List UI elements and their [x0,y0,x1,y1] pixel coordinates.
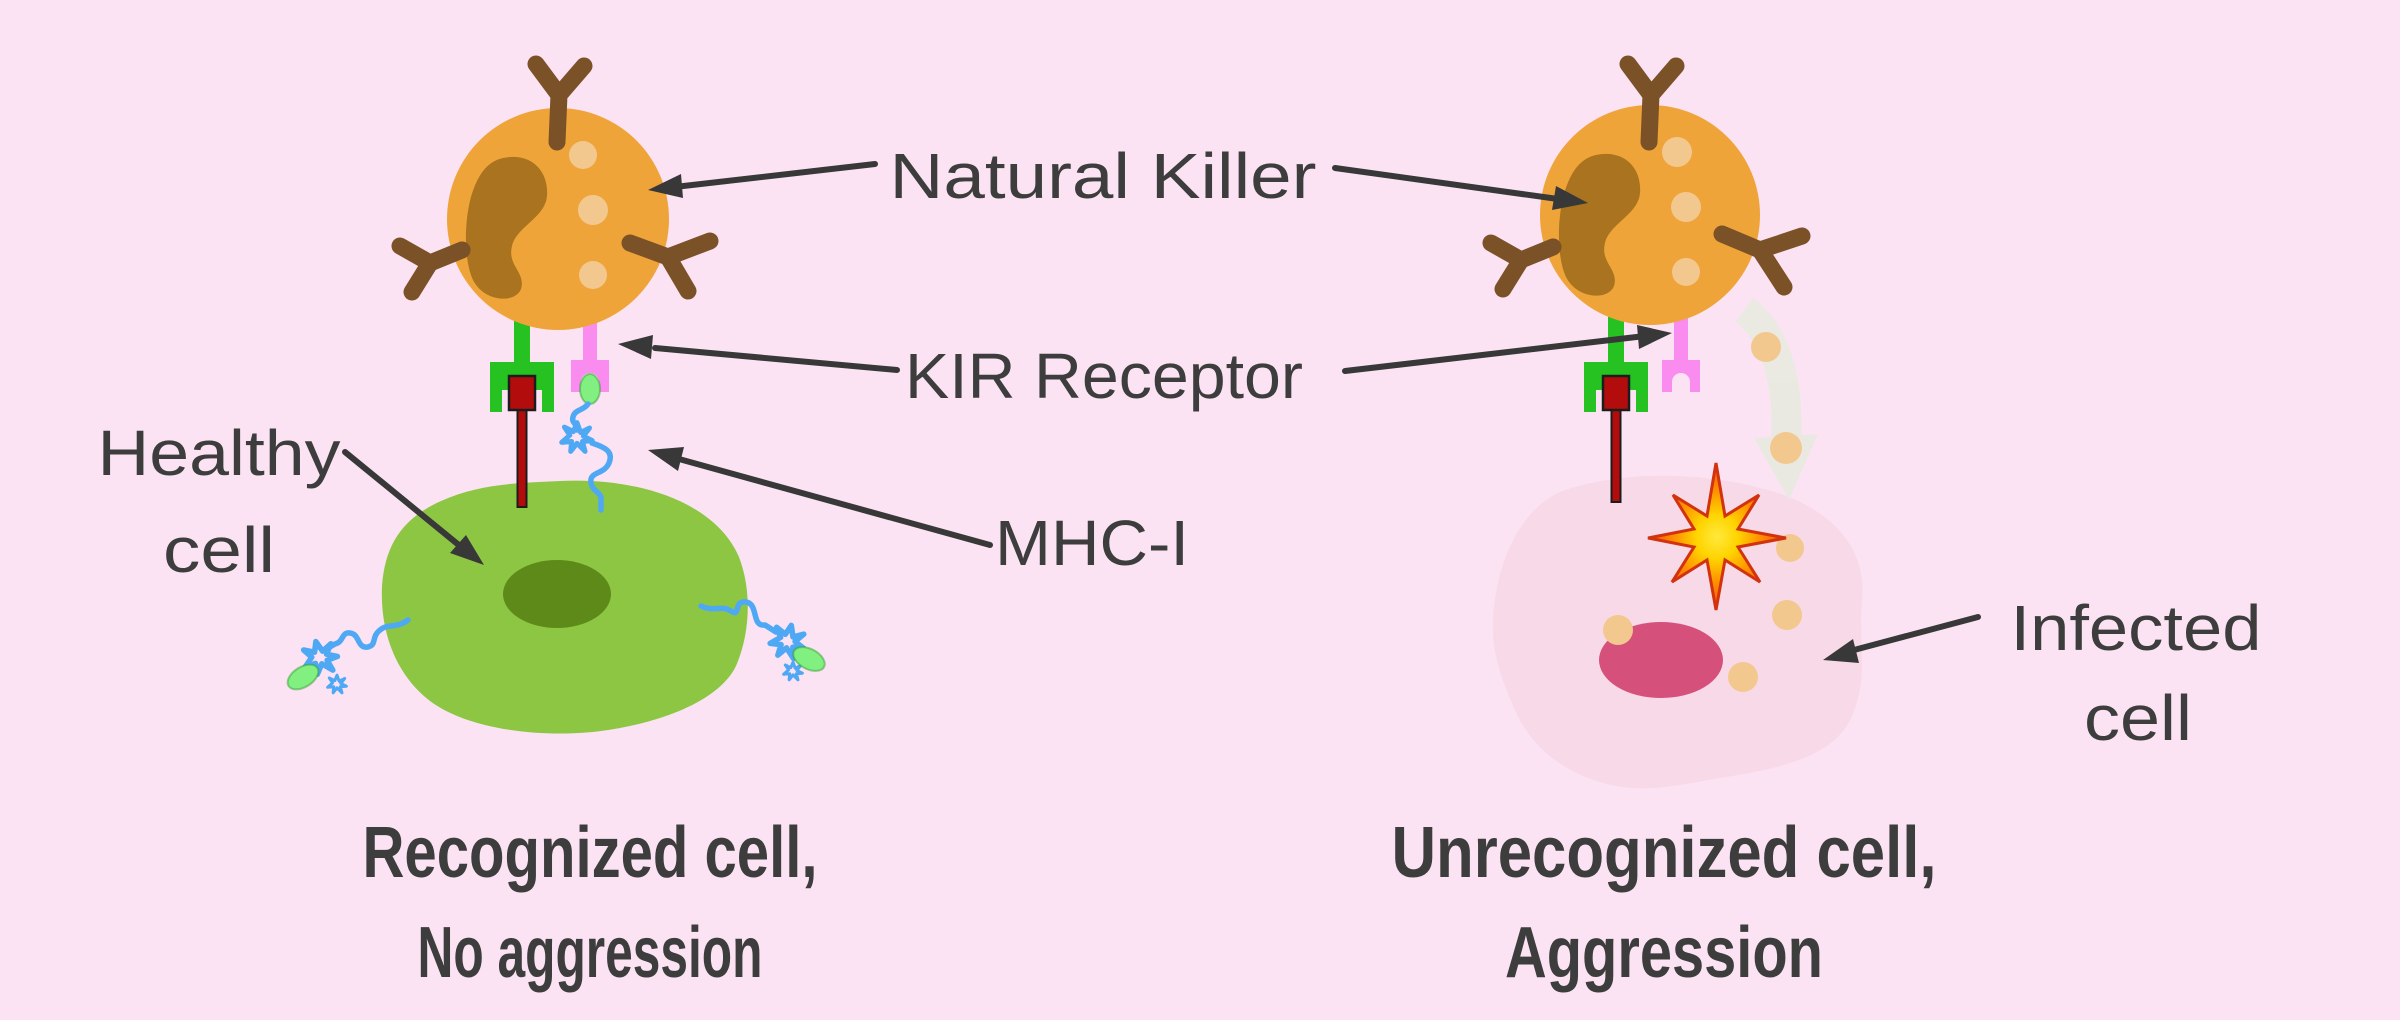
lysis-starburst-icon [1647,462,1787,611]
arrowhead-icon [1637,325,1672,349]
peptide [792,646,826,672]
granule-dot [1728,662,1758,692]
nk-cell-left [391,55,719,513]
caption-left-line2: No aggression [418,913,763,993]
antibody-y-icon [1482,234,1562,298]
label-infected-cell-line2: cell [2084,682,2192,754]
nk-cell-nucleus [1558,153,1641,296]
nk-granules [1662,137,1701,286]
caption-right-line1: Unrecognized cell, [1392,813,1937,893]
arrowhead-icon [648,174,683,198]
granule-dot [578,195,608,225]
label-infected-cell-line1: Infected [2011,592,2262,664]
granule-dot [569,141,597,169]
antibody-receptors [1482,55,1811,298]
nk-granules [569,141,608,289]
pointer-line-kir-left [652,345,900,373]
healthy-cell-nucleus [503,560,611,628]
granule-dot [1770,432,1802,464]
mhc-red-molecule [1601,374,1631,503]
label-healthy-cell-line1: Healthy [98,417,341,489]
granule-dot [1751,332,1781,362]
mhc-molecule-right [698,599,808,682]
kir-pink-receptor-empty [1662,298,1700,392]
caption-right-line2: Aggression [1505,913,1823,993]
kir-pink-receptor [571,298,609,392]
pointer-line-infected [1851,614,1981,653]
infected-cell-nucleus [1599,622,1723,698]
antibody-y-icon [527,55,593,151]
pointer-line-kir-right [1342,333,1648,374]
label-healthy-cell-line2: cell [163,514,275,586]
arrowhead-icon [618,335,653,359]
label-natural-killer: Natural Killer [890,140,1317,212]
caption-left-line1: Recognized cell, [363,813,818,893]
granule-dot [1772,600,1802,630]
degranulation-arrow-icon [1734,297,1818,500]
pointer-line-nk-left [663,161,878,191]
arrowhead-icon [648,447,684,471]
granule-dot [1603,615,1633,645]
mhc-chain [325,617,411,651]
pointer-arrowheads [450,174,1859,663]
nk-cell-right [1482,55,1811,503]
pointer-lines [342,161,1981,653]
antibody-receptors [391,55,719,301]
mhc-molecule-bound [562,401,613,513]
mhc-chain [588,440,613,513]
arrowhead-icon [1552,186,1588,210]
granule-dot [579,261,607,289]
arrowhead-icon [1823,639,1859,663]
antibody-y-icon [621,232,719,300]
degranulation-head [1754,434,1818,500]
label-mhc-i: MHC-I [995,507,1189,579]
arrowhead-icon [450,535,484,565]
released-granules [1603,534,1804,692]
label-kir-receptor: KIR Receptor [905,340,1303,412]
granule-dot [1672,258,1700,286]
peptide [286,663,320,691]
antibody-y-icon [1619,55,1685,151]
mhc-chain [698,599,779,635]
antibody-y-icon [1713,225,1811,296]
peptide [579,373,601,405]
infected-cell [1492,475,1863,789]
pointer-line-nk-right [1332,165,1561,202]
granule-dot [1776,534,1804,562]
granule-dot [1671,192,1701,222]
moving-granules [1751,332,1802,464]
healthy-cell [381,480,748,734]
granule-dot [1662,137,1692,167]
mhc-red-molecule [507,374,537,508]
pointer-line-healthy [342,449,463,549]
antibody-y-icon [391,237,471,301]
pointer-line-mhc [676,456,993,548]
mhc-molecule-left [299,617,411,695]
degranulation-band [1734,297,1802,443]
nk-cell-nucleus [465,156,548,299]
